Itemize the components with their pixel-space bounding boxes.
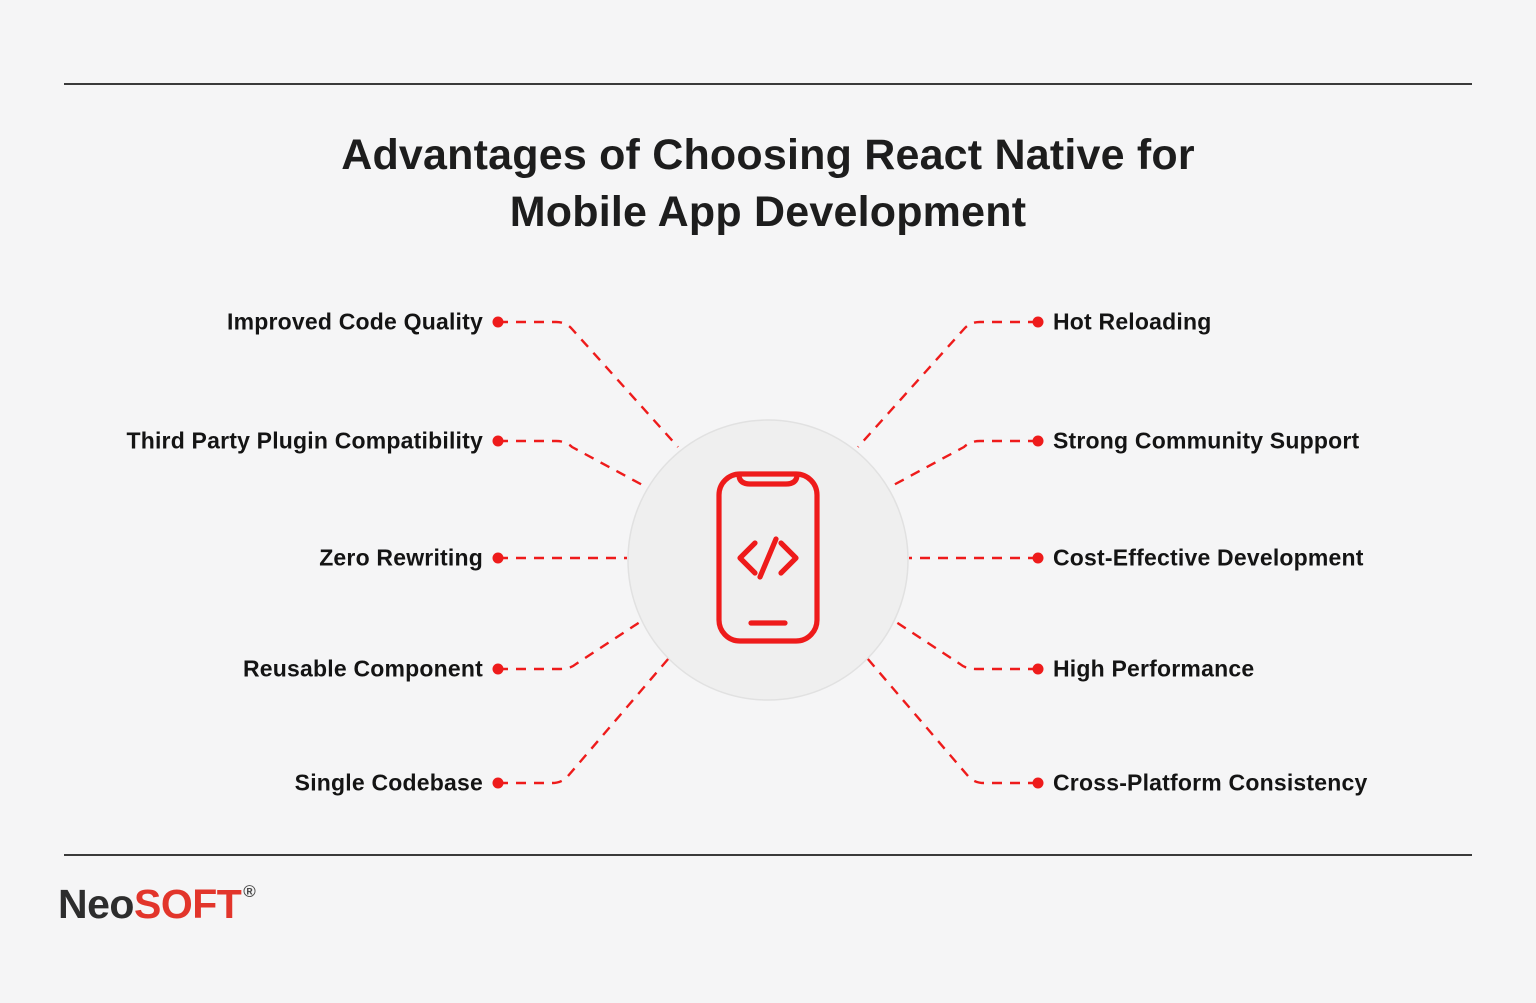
connector-third-party-plugin-compatibility	[498, 439, 649, 490]
advantage-label-strong-community-support: Strong Community Support	[1053, 427, 1360, 454]
page-title-line2: Mobile App Development	[509, 188, 1027, 236]
advantage-label-improved-code-quality: Improved Code Quality	[227, 308, 483, 335]
top-divider	[64, 83, 1472, 85]
advantage-label-third-party-plugin-compatibility: Third Party Plugin Compatibility	[126, 427, 483, 454]
code-glyph	[737, 536, 799, 580]
connector-single-codebase	[498, 657, 670, 785]
bullet-dot	[492, 435, 504, 447]
brand-logo: NeoSOFT®	[58, 881, 256, 928]
bullet-dot	[1032, 316, 1044, 328]
brand-logo-soft: SOFT	[133, 881, 242, 927]
connector-high-performance	[892, 618, 1038, 671]
page-title-line1: Advantages of Choosing React Native for	[341, 131, 1195, 179]
connector-hot-reloading	[857, 320, 1038, 448]
advantage-label-single-codebase: Single Codebase	[294, 769, 483, 796]
bullet-dot	[492, 316, 504, 328]
connector-reusable-component	[498, 618, 644, 671]
bullet-dot	[492, 663, 504, 675]
bullet-dot	[492, 777, 504, 789]
bottom-divider	[64, 854, 1472, 856]
page-title: Advantages of Choosing React Native for …	[0, 127, 1536, 241]
phone-body	[716, 471, 820, 644]
advantage-label-high-performance: High Performance	[1053, 655, 1255, 682]
bullet-dot	[492, 552, 504, 564]
advantage-label-cross-platform-consistency: Cross-Platform Consistency	[1053, 769, 1368, 796]
advantage-label-zero-rewriting: Zero Rewriting	[319, 544, 483, 571]
bullet-dot	[1032, 663, 1044, 675]
connector-strong-community-support	[887, 439, 1038, 490]
bullet-dot	[1032, 552, 1044, 564]
advantage-label-hot-reloading: Hot Reloading	[1053, 308, 1212, 335]
registered-trademark-icon: ®	[243, 882, 256, 902]
connector-improved-code-quality	[498, 320, 679, 448]
advantage-label-cost-effective-development: Cost-Effective Development	[1053, 544, 1364, 571]
bullet-dot	[1032, 777, 1044, 789]
phone-notch	[736, 473, 800, 487]
mobile-phone-code-icon	[716, 471, 820, 644]
brand-logo-neo: Neo	[58, 881, 134, 927]
connector-cross-platform-consistency	[866, 657, 1038, 785]
advantage-label-reusable-component: Reusable Component	[242, 655, 483, 682]
bullet-dot	[1032, 435, 1044, 447]
